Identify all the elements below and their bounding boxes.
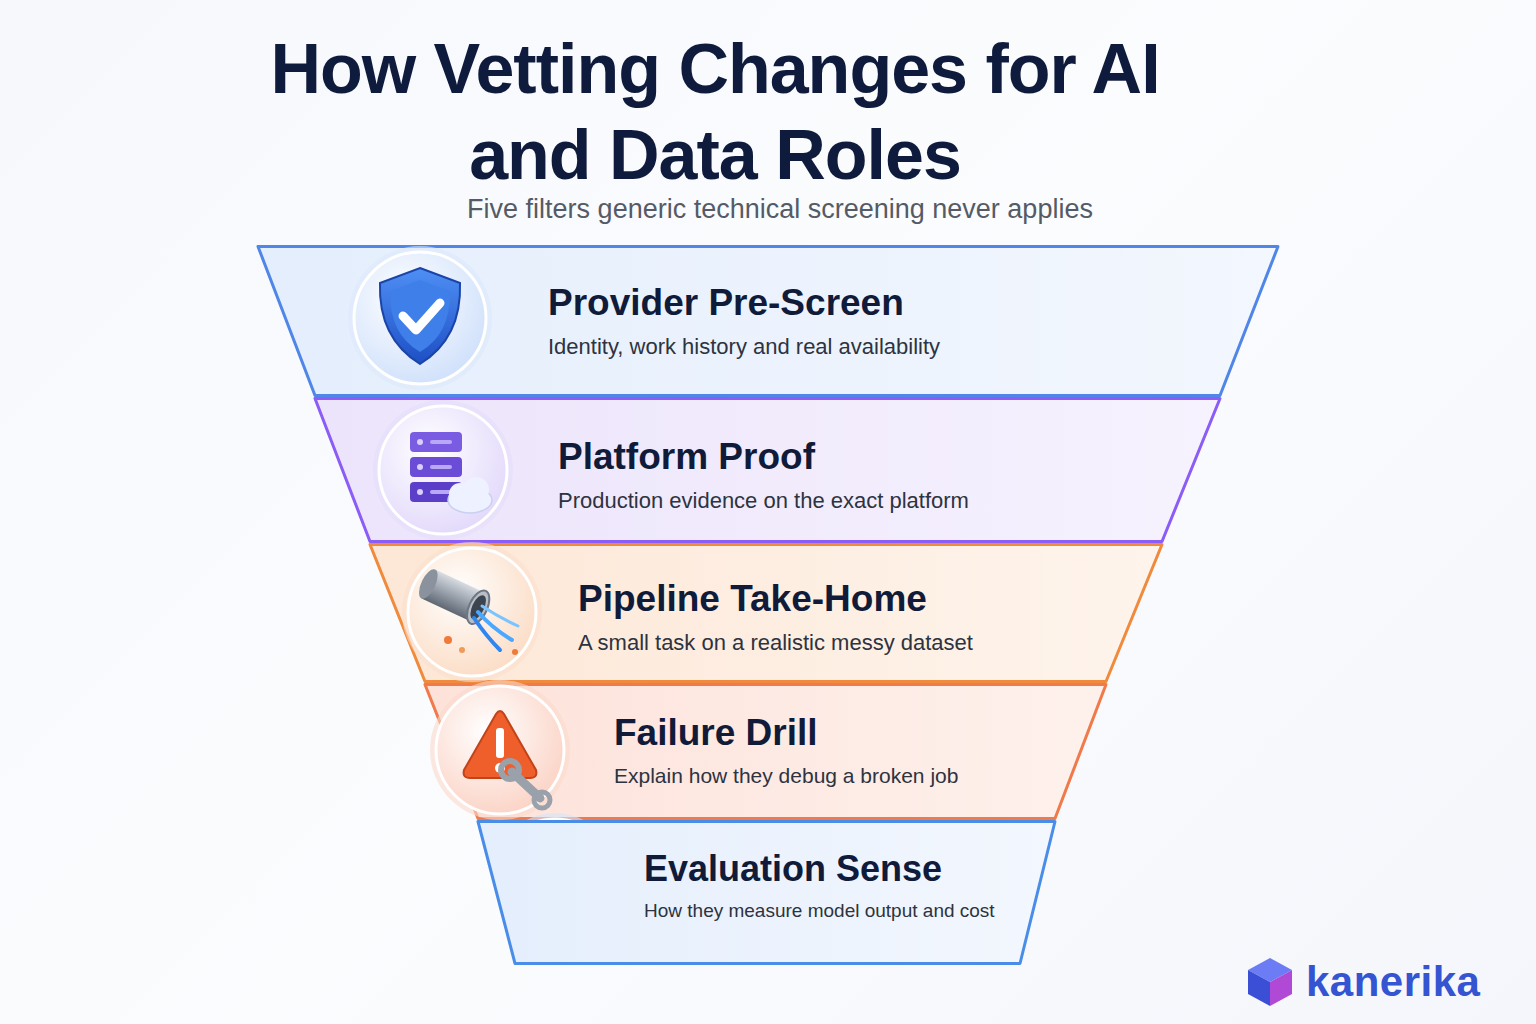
- band-description: Explain how they debug a broken job: [614, 764, 958, 788]
- band-text: Evaluation SenseHow they measure model o…: [644, 848, 995, 922]
- band-outline: [315, 399, 1220, 542]
- funnel-band: Evaluation SenseHow they measure model o…: [478, 820, 1055, 965]
- band-outline: [478, 822, 1055, 964]
- band-heading: Evaluation Sense: [644, 848, 995, 890]
- band-description: A small task on a realistic messy datase…: [578, 630, 973, 656]
- band-outline: [370, 545, 1162, 682]
- band-heading: Pipeline Take-Home: [578, 578, 973, 620]
- funnel-band: Pipeline Take-Home A small task on a real…: [370, 543, 1162, 683]
- band-description: How they measure model output and cost: [644, 900, 995, 922]
- logo-text: kanerika: [1306, 958, 1480, 1006]
- band-shape: [478, 820, 1055, 965]
- band-text: Provider Pre-ScreenIdentity, work histor…: [548, 282, 940, 360]
- band-text: Failure DrillExplain how they debug a br…: [614, 712, 958, 788]
- band-description: Identity, work history and real availabi…: [548, 334, 940, 360]
- band-text: Platform ProofProduction evidence on the…: [558, 436, 969, 514]
- funnel-band: Provider Pre-ScreenIdentity, work histor…: [258, 245, 1278, 397]
- funnel-band: Failure DrillExplain how they debug a br…: [425, 683, 1106, 820]
- title: How Vetting Changes for AI and Data Role…: [215, 26, 1215, 198]
- band-description: Production evidence on the exact platfor…: [558, 488, 969, 514]
- logo-mark: [1248, 958, 1292, 1006]
- funnel-band: Platform ProofProduction evidence on the…: [315, 397, 1220, 543]
- band-text: Pipeline Take-Home A small task on a real…: [578, 578, 973, 656]
- band-heading: Platform Proof: [558, 436, 969, 478]
- band-outline: [258, 247, 1278, 396]
- band-outline: [425, 685, 1106, 819]
- band-heading: Failure Drill: [614, 712, 958, 754]
- subtitle: Five filters generic technical screening…: [330, 194, 1230, 225]
- band-heading: Provider Pre-Screen: [548, 282, 940, 324]
